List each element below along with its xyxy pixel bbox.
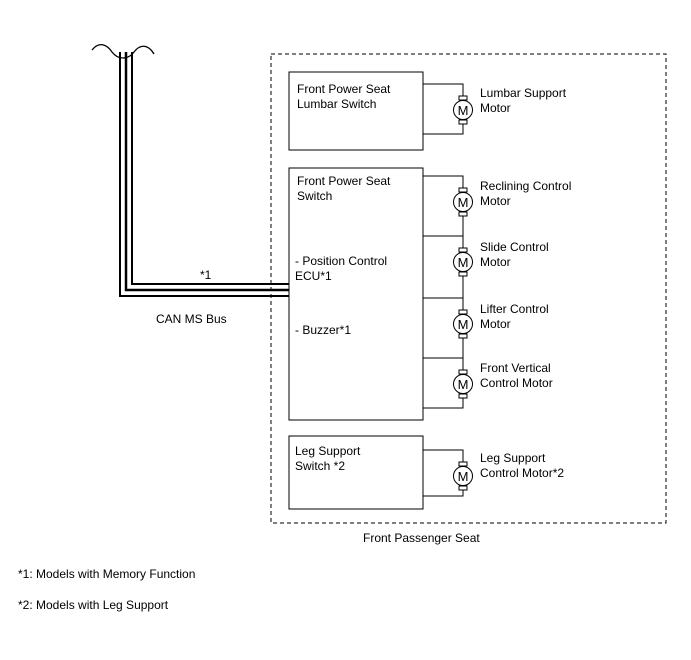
footnote-2: *2: Models with Leg Support [18,598,169,612]
buzzer-label: - Buzzer*1 [295,323,352,337]
leg-support-switch-label: Leg Support Switch *2 [295,444,361,473]
lumbar-switch-label: Front Power Seat Lumbar Switch [297,82,391,111]
slide-motor-icon: M [453,247,473,277]
motor-label-reclining: Reclining Control Motor [480,179,572,208]
svg-text:M: M [458,103,469,118]
motor-wiring [423,83,464,497]
power-seat-switch-label: Front Power Seat Switch [297,174,391,203]
svg-text:M: M [458,195,469,210]
leg-support-motor-icon: M [453,461,473,491]
position-ecu-label: - Position Control ECU*1 [295,254,388,283]
footnote-1: *1: Models with Memory Function [18,567,196,581]
lifter-motor-icon: M [453,309,473,339]
front-vertical-motor-icon: M [453,369,473,399]
svg-text:M: M [458,469,469,484]
can-bus-wires [119,52,289,297]
lumbar-motor-icon: M [453,95,473,125]
can-bus-label: CAN MS Bus [156,312,227,326]
lumbar-switch-box [288,71,424,151]
motor-label-front-vertical: Front Vertical Control Motor [480,361,553,390]
motor-label-leg-support: Leg Support Control Motor*2 [480,451,565,480]
power-seat-switch-box [288,167,424,421]
svg-text:M: M [458,255,469,270]
svg-text:M: M [458,317,469,332]
motor-label-slide: Slide Control Motor [480,240,549,269]
motor-label-lumbar: Lumbar Support Motor [480,86,567,115]
reclining-motor-icon: M [453,187,473,217]
bus-star-label: *1 [200,268,212,282]
container-label: Front Passenger Seat [363,531,480,545]
leg-support-switch-box [288,435,424,510]
svg-text:M: M [458,377,469,392]
motor-label-lifter: Lifter Control Motor [480,302,549,331]
wire-break-symbol [91,44,155,59]
passenger-seat-container [270,53,667,524]
